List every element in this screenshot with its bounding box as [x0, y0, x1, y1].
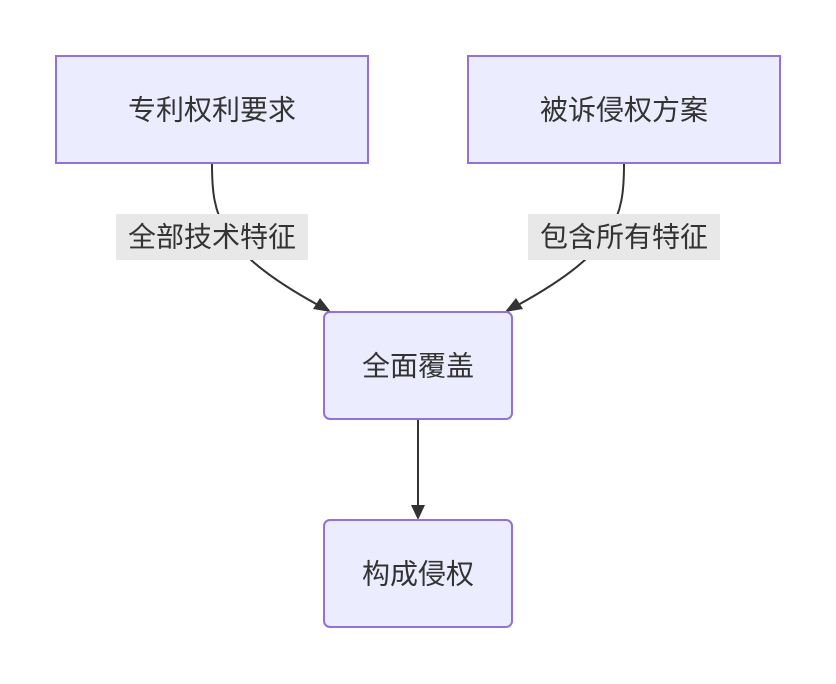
node-label: 专利权利要求: [128, 94, 296, 127]
edge-label-text: 包含所有特征: [540, 221, 708, 254]
node-patent-claims[interactable]: 专利权利要求: [55, 55, 369, 164]
node-box: [323, 311, 513, 420]
edge-label-accused: 包含所有特征: [528, 214, 720, 260]
node-label: 全面覆盖: [362, 350, 474, 383]
arrowhead-icon: [505, 298, 523, 312]
arrowhead-icon: [313, 298, 331, 312]
arrowhead-icon: [411, 505, 425, 520]
node-accused-scheme[interactable]: 被诉侵权方案: [467, 55, 781, 164]
node-full-coverage[interactable]: 全面覆盖: [323, 311, 513, 420]
edge-label-text: 全部技术特征: [128, 221, 296, 254]
node-box: [55, 55, 369, 164]
node-label: 被诉侵权方案: [540, 94, 708, 127]
node-label: 构成侵权: [362, 558, 474, 591]
node-box: [467, 55, 781, 164]
edge-coverage-to-infringement: [411, 420, 425, 520]
node-box: [323, 519, 513, 628]
edge-label-background: [528, 214, 720, 260]
edge-label-claims: 全部技术特征: [116, 214, 308, 260]
node-infringement[interactable]: 构成侵权: [323, 519, 513, 628]
edge-label-background: [116, 214, 308, 260]
